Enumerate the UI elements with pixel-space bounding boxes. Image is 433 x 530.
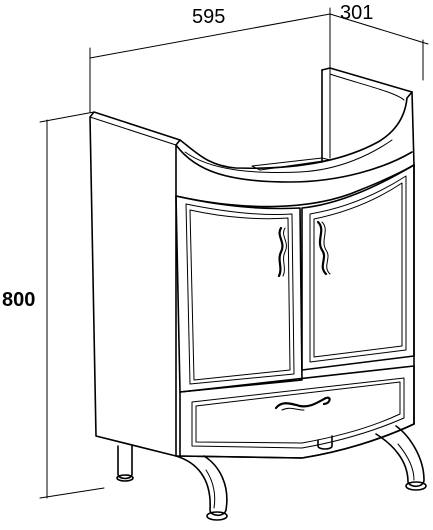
- left-panel-top-edge: [89, 116, 177, 146]
- depth-dimension: 301: [329, 2, 429, 81]
- front-right-leg-shade: [397, 443, 415, 481]
- left-door-outer: [175, 195, 303, 393]
- width-value: 595: [192, 6, 225, 28]
- front-left-leg-shade: [205, 469, 216, 509]
- drawer-inner-panel: [191, 377, 405, 449]
- depth-dimension-line: [329, 13, 429, 45]
- right-door-handle-outline: [321, 221, 331, 275]
- drawer-handle: [274, 396, 331, 410]
- depth-value: 301: [340, 2, 373, 24]
- back-panel-inner-curve: [329, 73, 405, 101]
- front-left-leg-foot: [206, 511, 228, 521]
- back-left-leg-foot: [116, 474, 134, 482]
- height-extension-line-bottom: [39, 487, 105, 499]
- back-left-leg: [117, 445, 133, 480]
- right-door-inner-bevel: [313, 182, 403, 358]
- right-door-inner-panel: [309, 175, 407, 363]
- height-extension-line-top: [39, 111, 95, 123]
- basin-inner-edge: [184, 139, 393, 173]
- drawer-handle-detail: [281, 407, 305, 411]
- left-door-handle-outline: [282, 227, 287, 277]
- height-dimension: 800: [2, 111, 105, 499]
- front-frame-bottom: [175, 423, 415, 459]
- countertop-front: [175, 144, 413, 183]
- left-door-inner-panel: [185, 203, 295, 385]
- width-dimension-line: [89, 13, 331, 59]
- back-panel-top: [321, 67, 415, 166]
- drawer-inner-bevel: [195, 381, 401, 444]
- left-door: [175, 195, 303, 393]
- basin-front-edge: [179, 91, 413, 170]
- left-door-inner-bevel: [189, 209, 291, 381]
- right-door: [301, 164, 415, 371]
- front-left-leg: [175, 455, 228, 517]
- drawer-front: [179, 365, 415, 459]
- width-dimension: 595: [89, 6, 331, 113]
- height-value: 800: [2, 289, 35, 311]
- right-door-outer: [301, 164, 415, 371]
- drawer: [179, 365, 415, 459]
- front-right-leg: [375, 425, 425, 488]
- right-door-handle: [316, 220, 328, 276]
- left-side-panel: [89, 111, 181, 457]
- basin-drain-shelf: [251, 157, 331, 171]
- left-door-handle: [277, 226, 284, 278]
- back-right-leg: [317, 435, 333, 450]
- front-right-leg-foot: [405, 481, 427, 491]
- legs: [116, 425, 427, 521]
